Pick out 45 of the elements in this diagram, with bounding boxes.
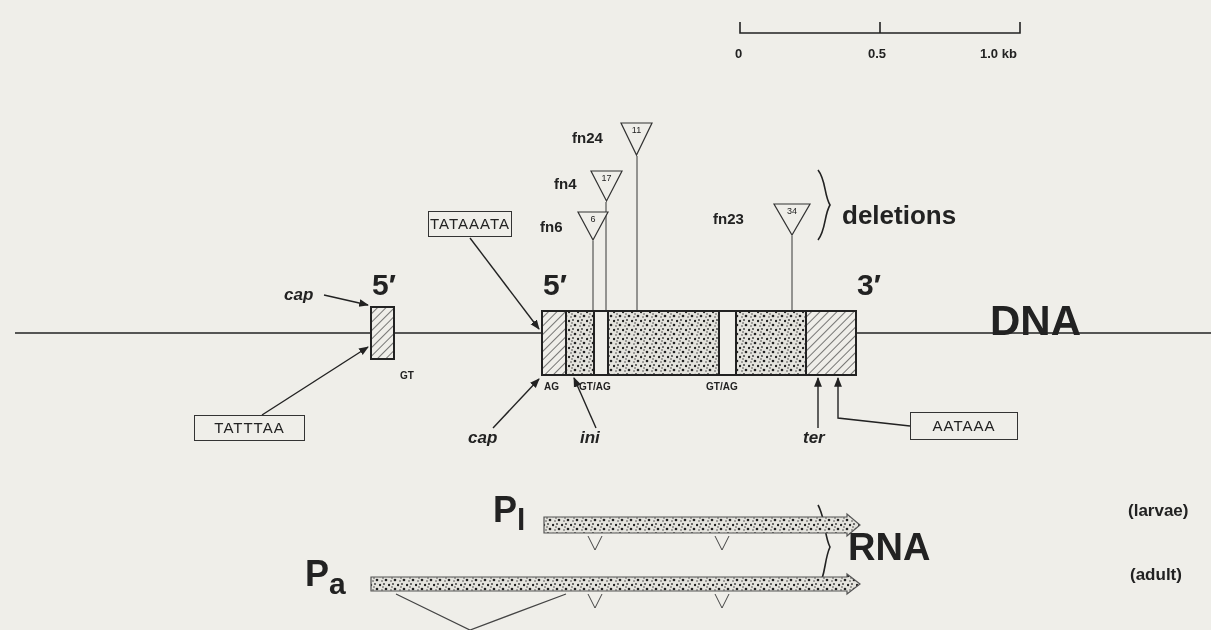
dna-line bbox=[14, 332, 371, 334]
splice-site-label: GT/AG bbox=[579, 382, 611, 392]
end-label: 5′ bbox=[543, 270, 567, 300]
promoter-label: P$_{a}$ bbox=[305, 556, 346, 600]
arrow bbox=[814, 377, 822, 429]
sequence-box: AATAAA bbox=[910, 412, 1018, 440]
splice-site-label: AG bbox=[544, 382, 559, 392]
end-label: 5′ bbox=[372, 270, 396, 300]
group-label: deletions bbox=[842, 202, 957, 228]
promoter-label: P$_{l}$ bbox=[493, 492, 526, 536]
annotation-label: ter bbox=[803, 428, 833, 448]
molecule-label: RNA bbox=[848, 528, 931, 566]
stage-label: (larvae) bbox=[1128, 502, 1189, 519]
arrow bbox=[469, 237, 540, 330]
sequence-box: TATTTAA bbox=[194, 415, 305, 441]
splice-site-label: GT/AG bbox=[706, 382, 738, 392]
molecule-label: DNA bbox=[990, 300, 1081, 342]
arrow bbox=[573, 377, 597, 429]
mutant-name: fn4 bbox=[554, 176, 577, 191]
sequence-box: TATAAATA bbox=[428, 211, 512, 237]
leader-line bbox=[636, 155, 638, 311]
leader-line bbox=[605, 201, 607, 311]
arrow bbox=[834, 377, 911, 427]
mutant-name: fn23 bbox=[713, 211, 744, 226]
deletion-size: 11 bbox=[630, 126, 643, 135]
scale-label: 0 bbox=[735, 47, 743, 60]
deletion-size: 17 bbox=[600, 174, 613, 183]
annotation-label: cap bbox=[468, 428, 504, 448]
scale-label: 0.5 bbox=[868, 47, 887, 60]
arrow bbox=[492, 378, 540, 429]
arrow bbox=[261, 346, 369, 416]
leader-line bbox=[592, 240, 594, 311]
mutant-name: fn24 bbox=[572, 130, 603, 145]
stage-label: (adult) bbox=[1130, 566, 1182, 583]
mutant-name: fn6 bbox=[540, 219, 563, 234]
dna-line bbox=[394, 332, 542, 334]
scale-label: 1.0 kb bbox=[980, 47, 1017, 60]
annotation-label: ini bbox=[580, 428, 606, 448]
arrow bbox=[323, 294, 369, 307]
deletion-size: 34 bbox=[786, 207, 798, 216]
end-label: 3′ bbox=[857, 270, 881, 300]
deletion-size: 6 bbox=[589, 215, 597, 224]
splice-site-label: GT bbox=[400, 371, 414, 381]
leader-line bbox=[791, 235, 793, 311]
annotation-label: cap bbox=[284, 285, 320, 305]
